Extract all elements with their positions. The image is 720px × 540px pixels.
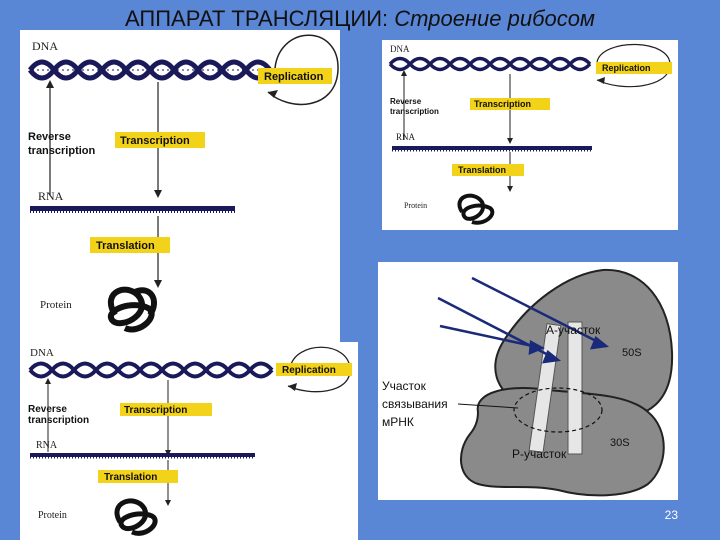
title-main: АППАРАТ ТРАНСЛЯЦИИ: xyxy=(125,6,388,31)
rna-strand xyxy=(392,146,592,150)
rna-label: RNA xyxy=(396,132,416,142)
protein-icon xyxy=(111,290,154,330)
a-site-label: А-участок xyxy=(546,323,601,337)
central-dogma-diagram-2: DNA Replication Transcription Reverse tr… xyxy=(20,342,358,540)
dna-label: DNA xyxy=(32,39,58,53)
central-dogma-diagram: DNA Replication Transcription Reverse tr… xyxy=(20,30,340,342)
translation-label: Translation xyxy=(458,165,506,175)
binding-site-label-line1: Участок xyxy=(382,379,427,393)
central-dogma-panel-large: DNA Replication Transcription Reverse tr… xyxy=(20,30,340,342)
rna-strand xyxy=(30,206,235,211)
dna-label: DNA xyxy=(390,44,410,54)
rna-label: RNA xyxy=(36,440,58,451)
replication-label: Replication xyxy=(264,71,324,83)
reverse-transcription-label-line1: Reverse xyxy=(390,97,422,106)
translation-label: Translation xyxy=(96,240,155,252)
central-dogma-panel-bottom: DNA Replication Transcription Reverse tr… xyxy=(20,342,358,540)
protein-label: Protein xyxy=(404,201,427,210)
central-dogma-diagram-3: DNA Replication Transcription Reverse tr… xyxy=(382,40,678,230)
central-dogma-panel-small: DNA Replication Transcription Reverse tr… xyxy=(382,40,678,230)
reverse-transcription-label-line1: Reverse xyxy=(28,404,67,415)
replication-label: Replication xyxy=(602,63,651,73)
reverse-transcription-label-line1: Reverse xyxy=(28,131,71,143)
reverse-transcription-label-line2: transcription xyxy=(28,145,96,157)
dna-label: DNA xyxy=(30,347,54,359)
slide-title: АППАРАТ ТРАНСЛЯЦИИ: Строение рибосом xyxy=(0,6,720,32)
rna-strand xyxy=(30,453,255,457)
page-number: 23 xyxy=(665,508,678,522)
ribosome-panel: А-участок 50S Участок связывания мРНК Р-… xyxy=(378,262,678,500)
binding-site-label-line2: связывания xyxy=(382,397,448,411)
large-subunit-label: 50S xyxy=(622,347,642,359)
dna-helix xyxy=(30,364,272,377)
dna-helix xyxy=(390,59,590,70)
binding-site-label-line3: мРНК xyxy=(382,415,414,429)
translation-label: Translation xyxy=(104,472,157,483)
reverse-transcription-label-line2: transcription xyxy=(28,415,89,426)
ribosome-diagram: А-участок 50S Участок связывания мРНК Р-… xyxy=(378,262,678,500)
dna-helix xyxy=(30,62,270,78)
small-subunit-30s xyxy=(461,388,664,495)
transcription-label: Transcription xyxy=(474,99,531,109)
protein-label: Protein xyxy=(40,299,72,311)
protein-icon xyxy=(117,501,155,533)
protein-icon xyxy=(459,196,492,223)
title-subtitle: Строение рибосом xyxy=(394,6,595,31)
transcription-label: Transcription xyxy=(120,135,190,147)
small-subunit-label: 30S xyxy=(610,437,630,449)
reverse-transcription-label-line2: transcription xyxy=(390,107,439,116)
replication-label: Replication xyxy=(282,365,336,376)
transcription-label: Transcription xyxy=(124,405,187,416)
protein-label: Protein xyxy=(38,510,67,521)
rna-label: RNA xyxy=(38,189,64,203)
p-site-label: Р-участок xyxy=(512,447,567,461)
transcription-arrow xyxy=(165,380,171,456)
